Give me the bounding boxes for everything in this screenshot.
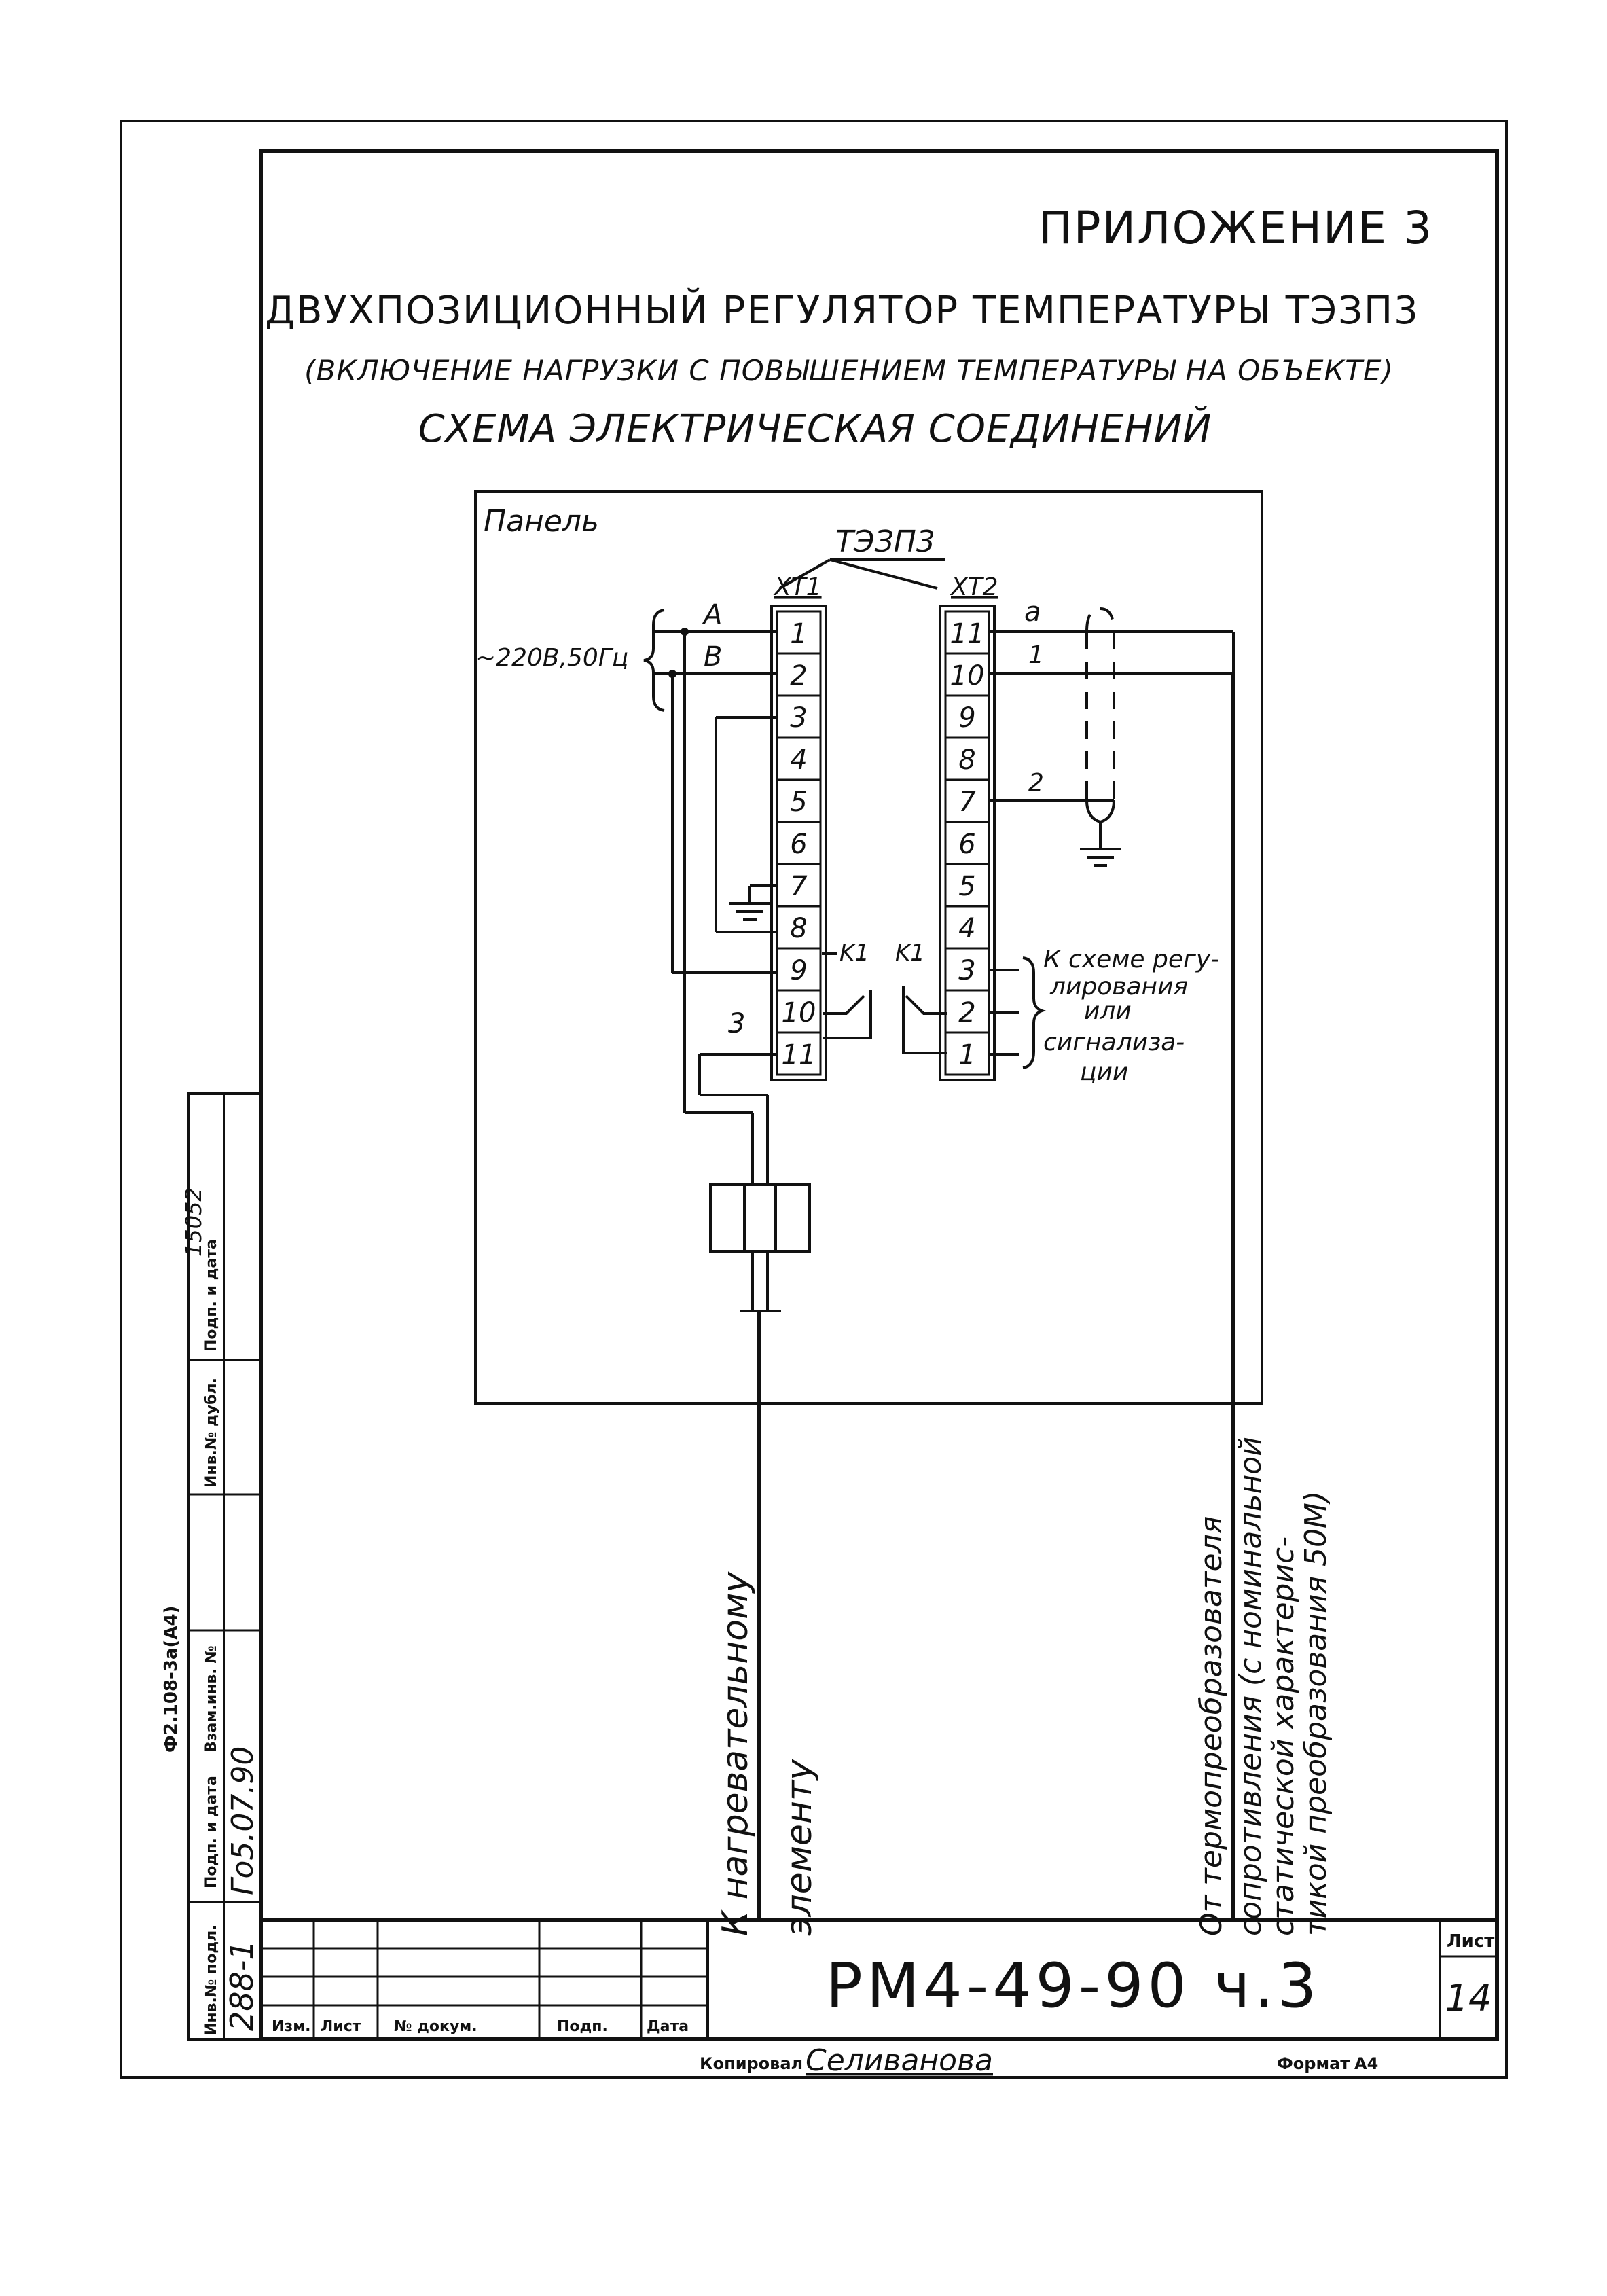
xt1-terminal-number: 1	[790, 618, 807, 649]
svg-text:К нагревательному: К нагревательному	[715, 1571, 756, 1936]
heater-cable-label: К нагревательному элементу	[715, 1571, 820, 1936]
col-sign: Подп.	[557, 2018, 608, 2035]
svg-text:Подп. и дата: Подп. и дата	[203, 1239, 220, 1352]
wire-1-label: 1	[1028, 641, 1044, 669]
svg-text:15052: 15052	[181, 1187, 206, 1257]
wire-3-label: 3	[728, 1008, 745, 1039]
xt2-terminal-number: 10	[950, 660, 985, 692]
xt2-terminal-number: 9	[958, 702, 975, 734]
svg-text:От термопреобразователя: От термопреобразователя	[1194, 1516, 1229, 1936]
side-stamp: Инв.№ подл. Подп. и дата Взам.инв. № Инв…	[161, 1092, 262, 2041]
device-label: ТЭЗП3	[835, 524, 935, 559]
svg-text:сигнализа-: сигнализа-	[1043, 1028, 1185, 1056]
document-code: РМ4-49-90 ч.3	[826, 1950, 1321, 2022]
xt2-terminal-number: 4	[958, 913, 975, 944]
svg-text:Ф2.108-3а(А4): Ф2.108-3а(А4)	[161, 1606, 181, 1753]
panel-outline	[474, 490, 1263, 1405]
xt2-terminal-number: 5	[958, 871, 975, 902]
svg-text:или: или	[1084, 997, 1132, 1025]
phase-a-label: А	[702, 599, 722, 630]
svg-text:Подп. и дата: Подп. и дата	[203, 1776, 220, 1888]
supply-brace	[643, 609, 665, 712]
xt1-terminal-number: 6	[790, 829, 807, 860]
svg-text:элементу: элементу	[779, 1759, 820, 1936]
xt2-label: XT2	[950, 573, 998, 601]
supply-label: ~220В,50Гц	[475, 644, 628, 672]
col-doc: № докум.	[394, 2018, 477, 2035]
sensor-cable-label: От термопреобразователя сопротивления (с…	[1194, 1437, 1333, 1936]
copied-by-label: Копировал	[700, 2054, 803, 2073]
sheet-number: 14	[1445, 1977, 1492, 2020]
col-izm: Изм.	[272, 2018, 311, 2035]
outer-frame	[120, 120, 1508, 2079]
xt2-terminal-number: 6	[958, 829, 975, 860]
svg-text:статической характерис-: статической характерис-	[1266, 1537, 1301, 1936]
diagram-title: ДВУХПОЗИЦИОННЫЙ РЕГУЛЯТОР ТЕМПЕРАТУРЫ ТЭ…	[265, 288, 1419, 333]
svg-text:Инв.№ подл.: Инв.№ подл.	[203, 1924, 220, 2035]
svg-text:ции: ции	[1080, 1058, 1128, 1086]
col-list: Лист	[321, 2018, 361, 2035]
xt2-terminal-number: 3	[958, 955, 975, 986]
title-block: Изм. Лист № докум. Подп. Дата РМ4-49-90 …	[261, 1918, 1497, 2039]
control-note: К схеме регу- лирования или сигнализа- ц…	[1043, 946, 1219, 1086]
xt2-terminal-number: 8	[958, 745, 975, 776]
heater-connector	[709, 1183, 811, 1253]
relay-k1-right-label: K1	[895, 939, 925, 967]
xt1-terminal-number: 3	[790, 702, 807, 734]
xt1-outline	[770, 605, 827, 1081]
format-label: Формат	[1277, 2054, 1350, 2073]
xt1-terminal-number: 8	[790, 913, 807, 944]
xt1-label: XT1	[773, 573, 822, 601]
xt1-terminal-number: 7	[790, 871, 808, 902]
scheme-title: СХЕМА ЭЛЕКТРИЧЕСКАЯ СОЕДИНЕНИЙ	[418, 407, 1212, 451]
xt2-terminal-number: 11	[950, 618, 985, 649]
svg-text:сопротивления (с номинальной: сопротивления (с номинальной	[1233, 1437, 1268, 1936]
format-value: А4	[1354, 2054, 1378, 2073]
wire-2-label: 2	[1028, 769, 1044, 797]
xt1-terminal-number: 2	[790, 660, 807, 692]
svg-text:К схеме регу-: К схеме регу-	[1043, 946, 1219, 973]
xt1-terminal-number: 10	[782, 997, 816, 1028]
svg-text:лирования: лирования	[1049, 973, 1188, 1001]
xt2-terminal-number: 1	[958, 1039, 975, 1071]
xt1-terminal-number: 5	[790, 787, 807, 818]
xt1-terminal-number: 4	[790, 745, 807, 776]
panel-label: Панель	[484, 504, 599, 539]
sheet-label: Лист	[1447, 1931, 1494, 1952]
appendix-label: ПРИЛОЖЕНИЕ 3	[1039, 202, 1433, 254]
xt2-terminal-block: 11 10 9 8 7 6 5 4 3 2 1	[939, 605, 996, 1081]
wire-a-label: а	[1024, 596, 1041, 628]
col-date: Дата	[647, 2018, 689, 2035]
xt1-terminal-number: 9	[790, 955, 807, 986]
svg-text:288-1: 288-1	[223, 1940, 260, 2031]
svg-text:Инв.№ дубл.: Инв.№ дубл.	[203, 1378, 220, 1488]
svg-text:Взам.инв. №: Взам.инв. №	[203, 1645, 220, 1753]
xt2-terminal-number: 2	[958, 997, 975, 1028]
phase-b-label: В	[704, 641, 722, 672]
xt2-outline	[939, 605, 996, 1081]
diagram-subtitle: (ВКЛЮЧЕНИЕ НАГРУЗКИ С ПОВЫШЕНИЕМ ТЕМПЕРА…	[304, 354, 1394, 387]
xt1-terminal-block: 1 2 3 4 5 6 7 8 9 10 11	[770, 605, 827, 1081]
svg-text:тикой преобразования 50М): тикой преобразования 50М)	[1299, 1491, 1333, 1936]
svg-text:Го5.07.90: Го5.07.90	[225, 1746, 260, 1895]
xt1-terminal-number: 11	[782, 1039, 816, 1071]
copied-by-name: Селиванова	[806, 2043, 993, 2078]
relay-k1-left-label: K1	[839, 939, 869, 967]
xt2-terminal-number: 7	[958, 787, 976, 818]
